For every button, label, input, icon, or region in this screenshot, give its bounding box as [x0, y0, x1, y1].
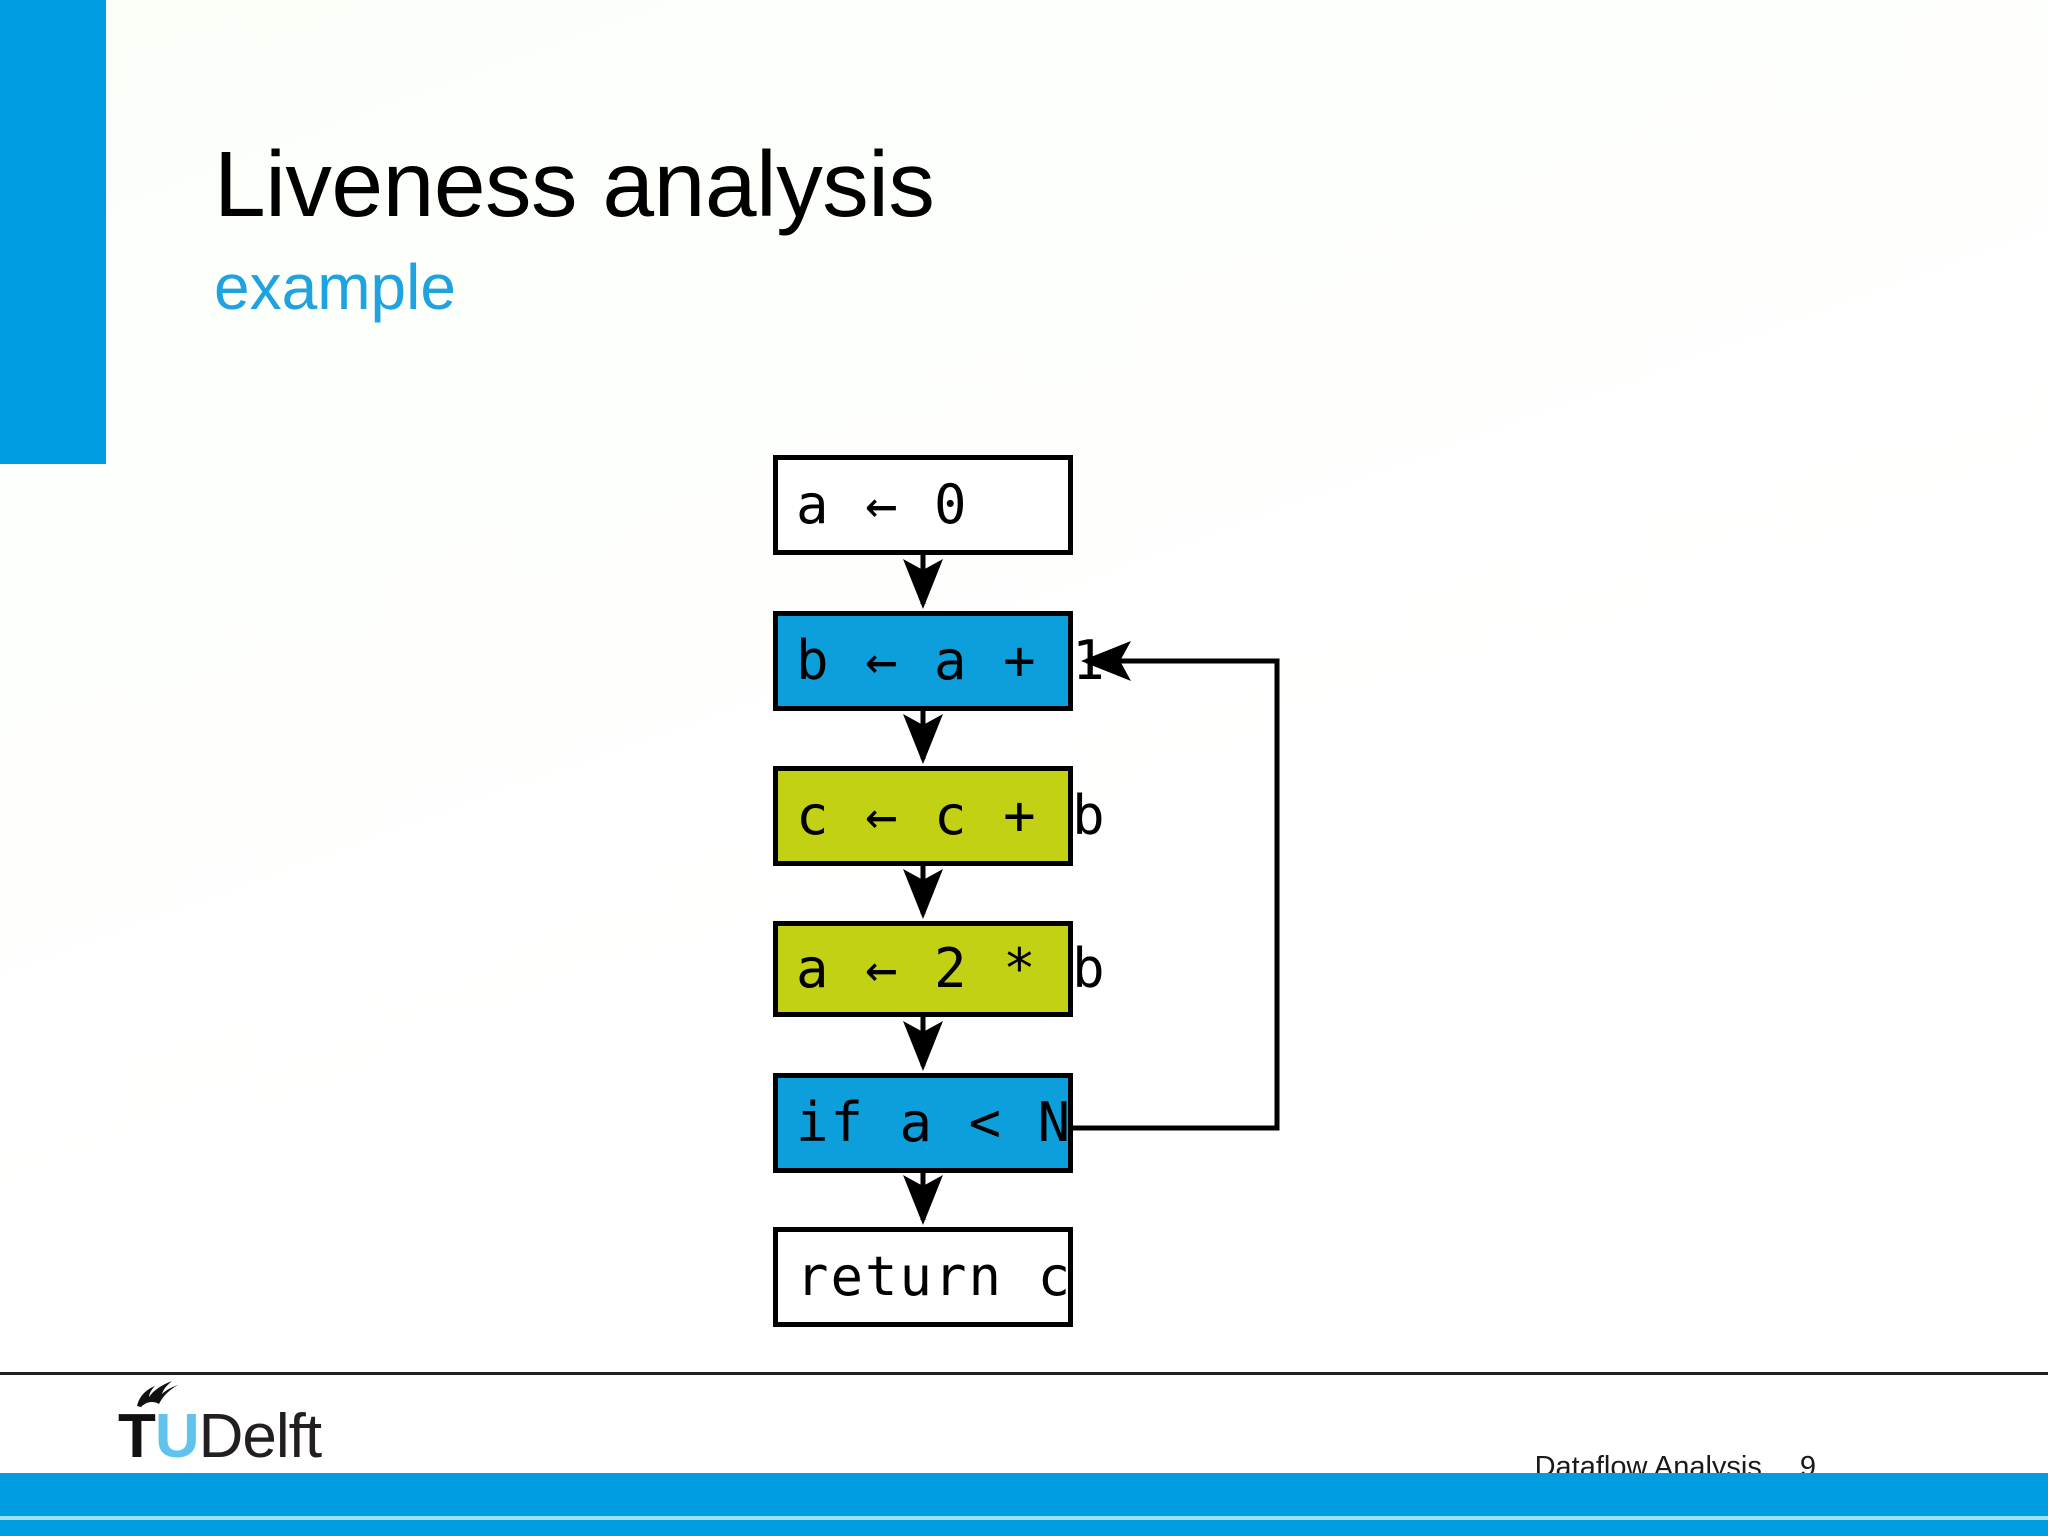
tudelft-letter-t: T	[118, 1402, 156, 1471]
title-block: Liveness analysis example	[214, 132, 1614, 323]
page-subtitle: example	[214, 251, 456, 323]
footer-band-gap	[0, 1516, 2048, 1520]
edge-n5-n2-backedge	[1073, 641, 1280, 1131]
tudelft-word-delft: Delft	[198, 1402, 322, 1471]
footer-band-secondary	[0, 1520, 2048, 1536]
cfg-node-a-assign-0[interactable]: a ← 0	[773, 455, 1073, 555]
cfg-node-if-a-less-n[interactable]: if a < N	[773, 1073, 1073, 1173]
cfg-node-c-assign-c-plus-b[interactable]: c ← c + b	[773, 766, 1105, 866]
tudelft-wordmark: TUDelft	[118, 1406, 322, 1468]
tudelft-letter-u: U	[154, 1402, 200, 1471]
cfg-node-return-c[interactable]: return c	[773, 1227, 1073, 1327]
footer-divider	[0, 1372, 2048, 1375]
tudelft-logo: TUDelft	[118, 1381, 322, 1468]
flame-icon	[137, 1381, 178, 1407]
page-title: Liveness analysis	[214, 132, 935, 236]
accent-bar	[0, 0, 106, 464]
cfg-node-b-assign-a-plus-1[interactable]: b ← a + 1	[773, 611, 1105, 711]
cfg-node-a-assign-2-times-b[interactable]: a ← 2 * b	[773, 921, 1105, 1017]
footer-band-primary	[0, 1473, 2048, 1516]
